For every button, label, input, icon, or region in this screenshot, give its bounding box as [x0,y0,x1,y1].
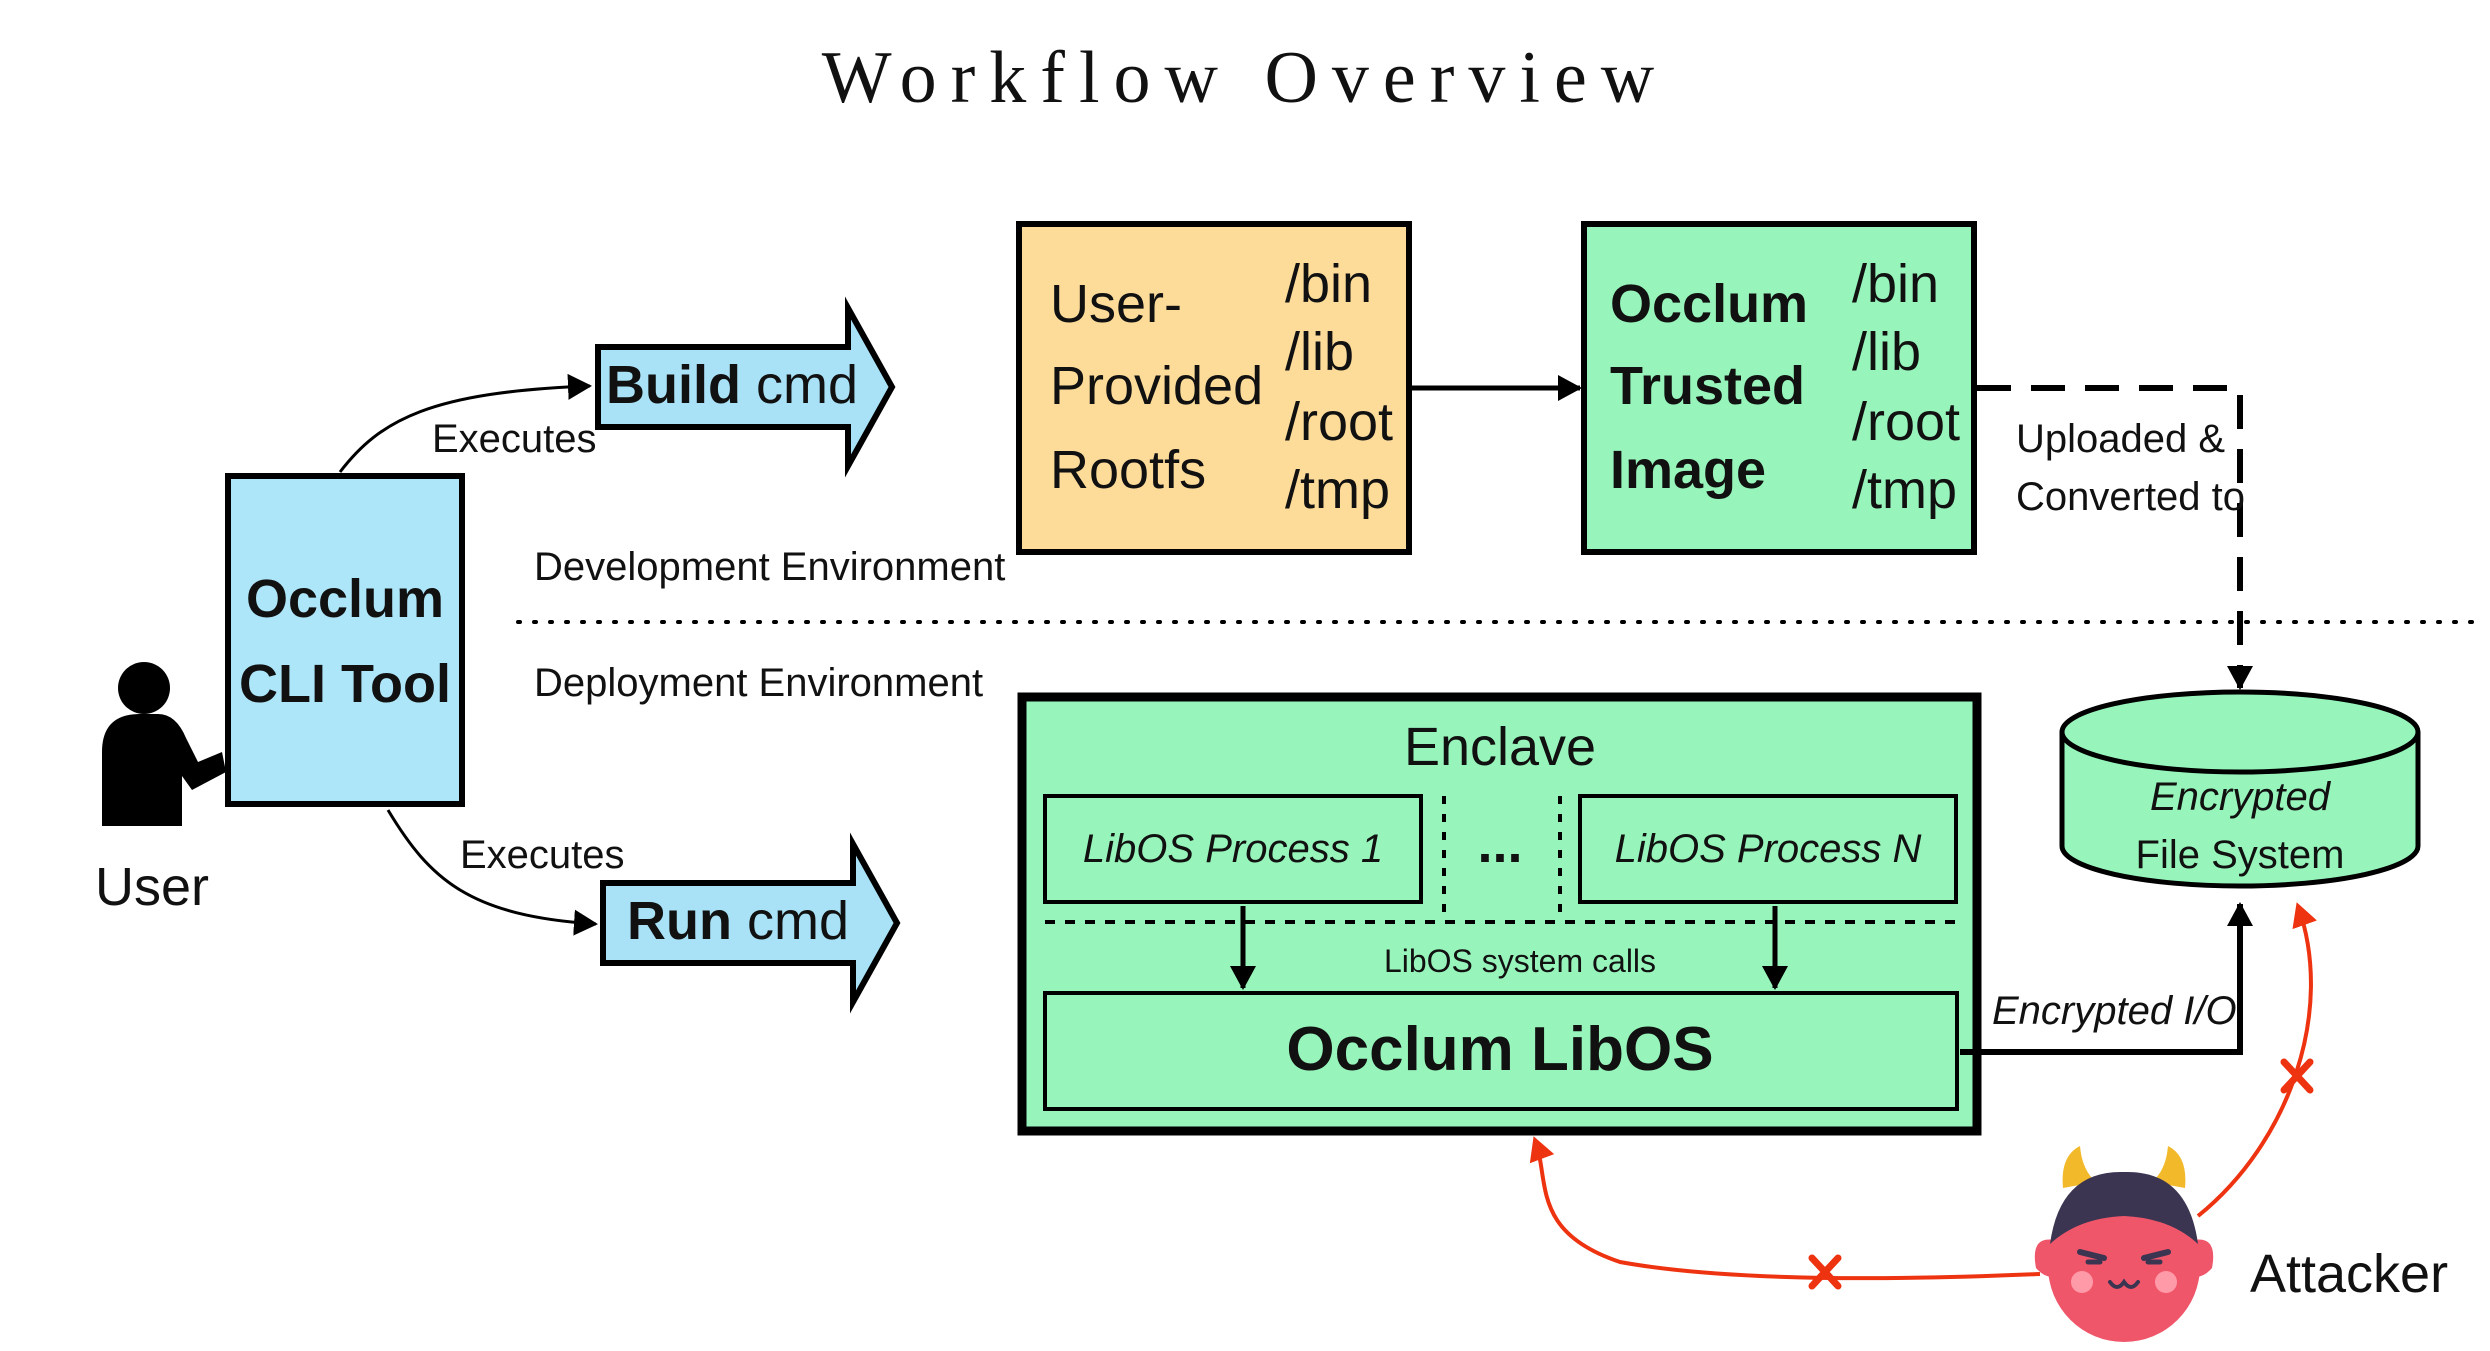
executes-arrow-top [338,373,592,473]
libos-process-1-label: LibOS Process 1 [1083,827,1383,871]
development-environment-label: Development Environment [534,545,1005,589]
rootfs-label-line2: Provided [1050,356,1263,416]
executes-label-top: Executes [432,417,597,461]
trusted-image-label-line3: Image [1610,440,1766,500]
rootfs-dir-lib: /lib [1285,322,1354,382]
rootfs-dir-bin: /bin [1285,254,1372,314]
run-cmd-label: Run cmd [627,891,849,951]
attacker-devil-icon [2034,1146,2214,1342]
process-ellipsis: ... [1477,814,1522,874]
attack-curve-to-efs [2196,902,2317,1218]
trusted-image-dir-bin: /bin [1852,254,1939,314]
upload-label-line2: Converted to [2016,475,2245,519]
encrypted-io-arrow [1960,902,2253,1055]
build-cmd-arrow[interactable] [595,296,896,478]
efs-label-line1: Encrypted [2150,775,2332,819]
deployment-environment-label: Deployment Environment [534,661,983,705]
rootfs-label-line1: User- [1050,274,1182,334]
executes-label-bottom: Executes [460,833,625,877]
user-icon [102,662,226,826]
occlum-libos-box [1043,991,1959,1111]
rootfs-label-line3: Rootfs [1050,440,1206,500]
occlum-libos-label: Occlum LibOS [1286,1015,1713,1084]
cli-tool-box [225,473,465,807]
user-label: User [95,857,209,917]
libos-process-1-box [1043,794,1423,904]
rootfs-dir-root: /root [1285,392,1393,452]
rootfs-dir-tmp: /tmp [1285,460,1390,520]
attack-curve-to-enclave [1529,1136,2041,1281]
trusted-image-dir-lib: /lib [1852,322,1921,382]
upload-dashed-arrow [1977,385,2253,690]
encrypted-io-label: Encrypted I/O [1992,989,2237,1033]
syscalls-label: LibOS system calls [1384,943,1656,979]
attacker-label: Attacker [2250,1244,2448,1304]
run-cmd-arrow[interactable] [600,832,901,1014]
blocked-x-icon-enclave [1808,1254,1842,1290]
trusted-image-box [1581,221,1977,555]
trusted-image-dir-root: /root [1852,392,1960,452]
blocked-x-icon-efs [2280,1058,2314,1094]
upload-label-line1: Uploaded & [2016,417,2225,461]
cli-tool-label-line2: CLI Tool [239,654,451,714]
libos-process-n-box [1578,794,1958,904]
executes-arrow-bottom [386,809,598,936]
libos-process-n-label: LibOS Process N [1615,827,1922,871]
trusted-image-dir-tmp: /tmp [1852,460,1957,520]
encrypted-file-system [2059,689,2421,889]
efs-label-line2: File System [2136,833,2345,877]
enclave-title: Enclave [1404,717,1596,777]
trusted-image-label-line2: Trusted [1610,356,1805,416]
diagram-title: Workflow Overview [822,37,1668,119]
cli-tool-label-line1: Occlum [246,569,444,629]
trusted-image-label-line1: Occlum [1610,274,1808,334]
enclave-box [1017,692,1982,1136]
build-cmd-label: Build cmd [606,355,858,415]
rootfs-box [1016,221,1412,555]
